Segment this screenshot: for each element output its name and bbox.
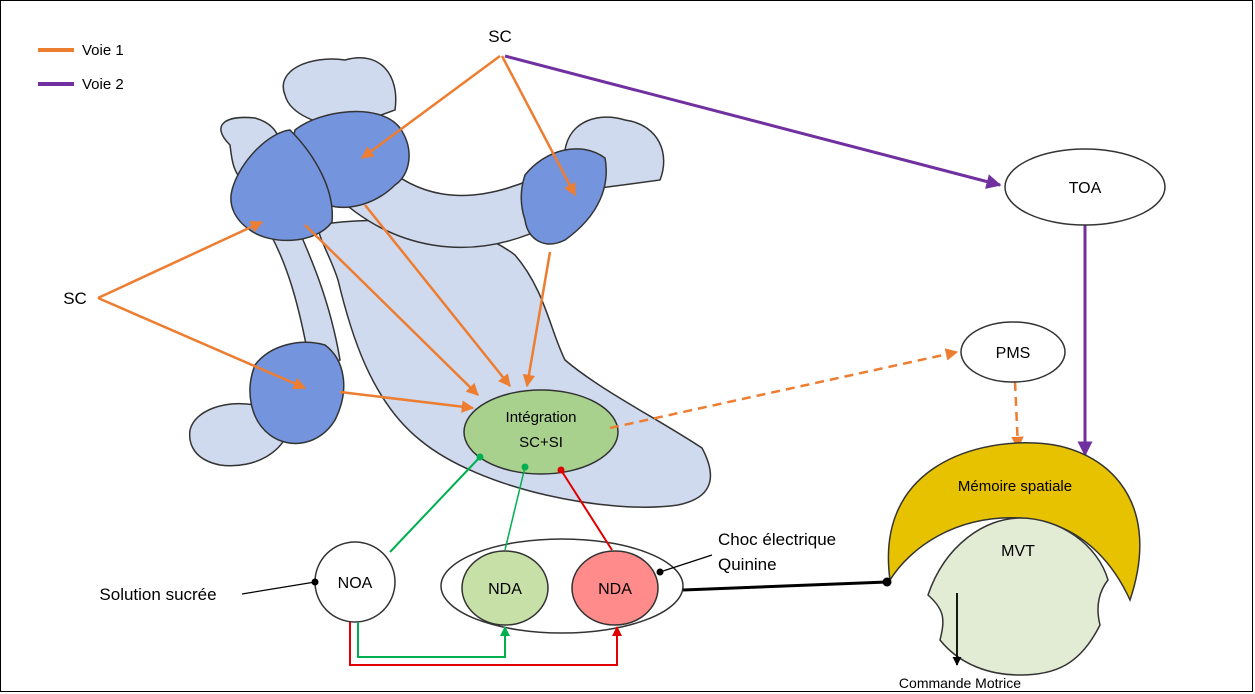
arrow-sc-left-to-lobe-left	[97, 220, 264, 300]
modulation-lines	[389, 453, 613, 553]
dot-solution-noa	[311, 578, 319, 586]
dot-choc-nda-red	[656, 568, 664, 576]
noa-label: NOA	[338, 575, 373, 592]
arrow-integration-to-pms	[609, 348, 959, 430]
integration-node	[463, 389, 619, 475]
legend: Voie 1 Voie 2	[38, 42, 124, 93]
lobe-dark-bottom	[249, 341, 345, 445]
line-nda-red-to-integration	[560, 469, 613, 551]
legend-voie1-label: Voie 1	[82, 42, 124, 59]
dot-nda-red-integration	[557, 466, 565, 474]
legend-voie2-label: Voie 2	[82, 76, 124, 93]
pms-label: PMS	[996, 345, 1031, 362]
pms-node	[960, 321, 1066, 383]
mvt-label: MVT	[1001, 543, 1035, 560]
nda-green-label: NDA	[488, 581, 522, 598]
solution-sucree-label: Solution sucrée	[99, 585, 216, 604]
toa-node	[1004, 148, 1166, 226]
arrow-sc-top-to-lobe-right	[500, 55, 577, 197]
memoire-spatiale-shape	[887, 442, 1141, 603]
mvt-shape	[927, 517, 1109, 676]
arrow-lobe-top-to-integration	[364, 204, 511, 387]
toa-label: TOA	[1069, 180, 1102, 197]
arrow-lobe-left-to-integration	[304, 224, 479, 396]
memoire-spatiale-label: Mémoire spatiale	[958, 478, 1072, 495]
lobe-dark-right	[520, 148, 607, 245]
arrow-sc-top-to-lobe-top	[360, 54, 501, 160]
arrow-lobe-right-to-integration	[522, 251, 552, 388]
lobe-dark-left	[230, 129, 334, 242]
arrow-sc-left-to-lobe-bottom	[97, 296, 307, 390]
choc-label-1: Choc électrique	[718, 530, 836, 549]
line-nda-to-memoire	[682, 580, 888, 592]
sc-top-label: SC	[488, 27, 512, 46]
dot-noa-integration	[476, 453, 484, 461]
line-nda-green-to-integration	[504, 466, 526, 551]
path-noa-to-nda-green	[357, 622, 510, 658]
integration-label-2: SC+SI	[519, 434, 563, 451]
mushroom-body	[188, 57, 712, 508]
nda-group	[440, 538, 684, 634]
sc-left-label: SC	[63, 289, 87, 308]
line-choc-to-nda-red	[659, 554, 713, 573]
nda-red-label: NDA	[598, 581, 632, 598]
arrow-pms-to-memoire	[1011, 381, 1024, 450]
line-noa-to-integration	[389, 456, 481, 553]
line-solution-to-noa	[241, 581, 316, 595]
integration-label-1: Intégration	[506, 409, 577, 426]
voie1-arrows	[97, 54, 1024, 450]
voie2-arrows	[504, 54, 1093, 457]
commande-motrice-label: Commande Motrice	[899, 675, 1021, 691]
nda-red-node	[571, 550, 659, 626]
choc-label-2: Quinine	[718, 555, 777, 574]
path-noa-to-nda-red	[349, 622, 622, 666]
dot-nda-green-integration	[521, 463, 529, 471]
arrow-lobe-bottom-to-integration	[339, 390, 475, 413]
dot-nda-memoire	[882, 577, 892, 587]
nda-green-node	[461, 550, 549, 626]
arrow-sc-top-to-toa	[504, 54, 1002, 189]
